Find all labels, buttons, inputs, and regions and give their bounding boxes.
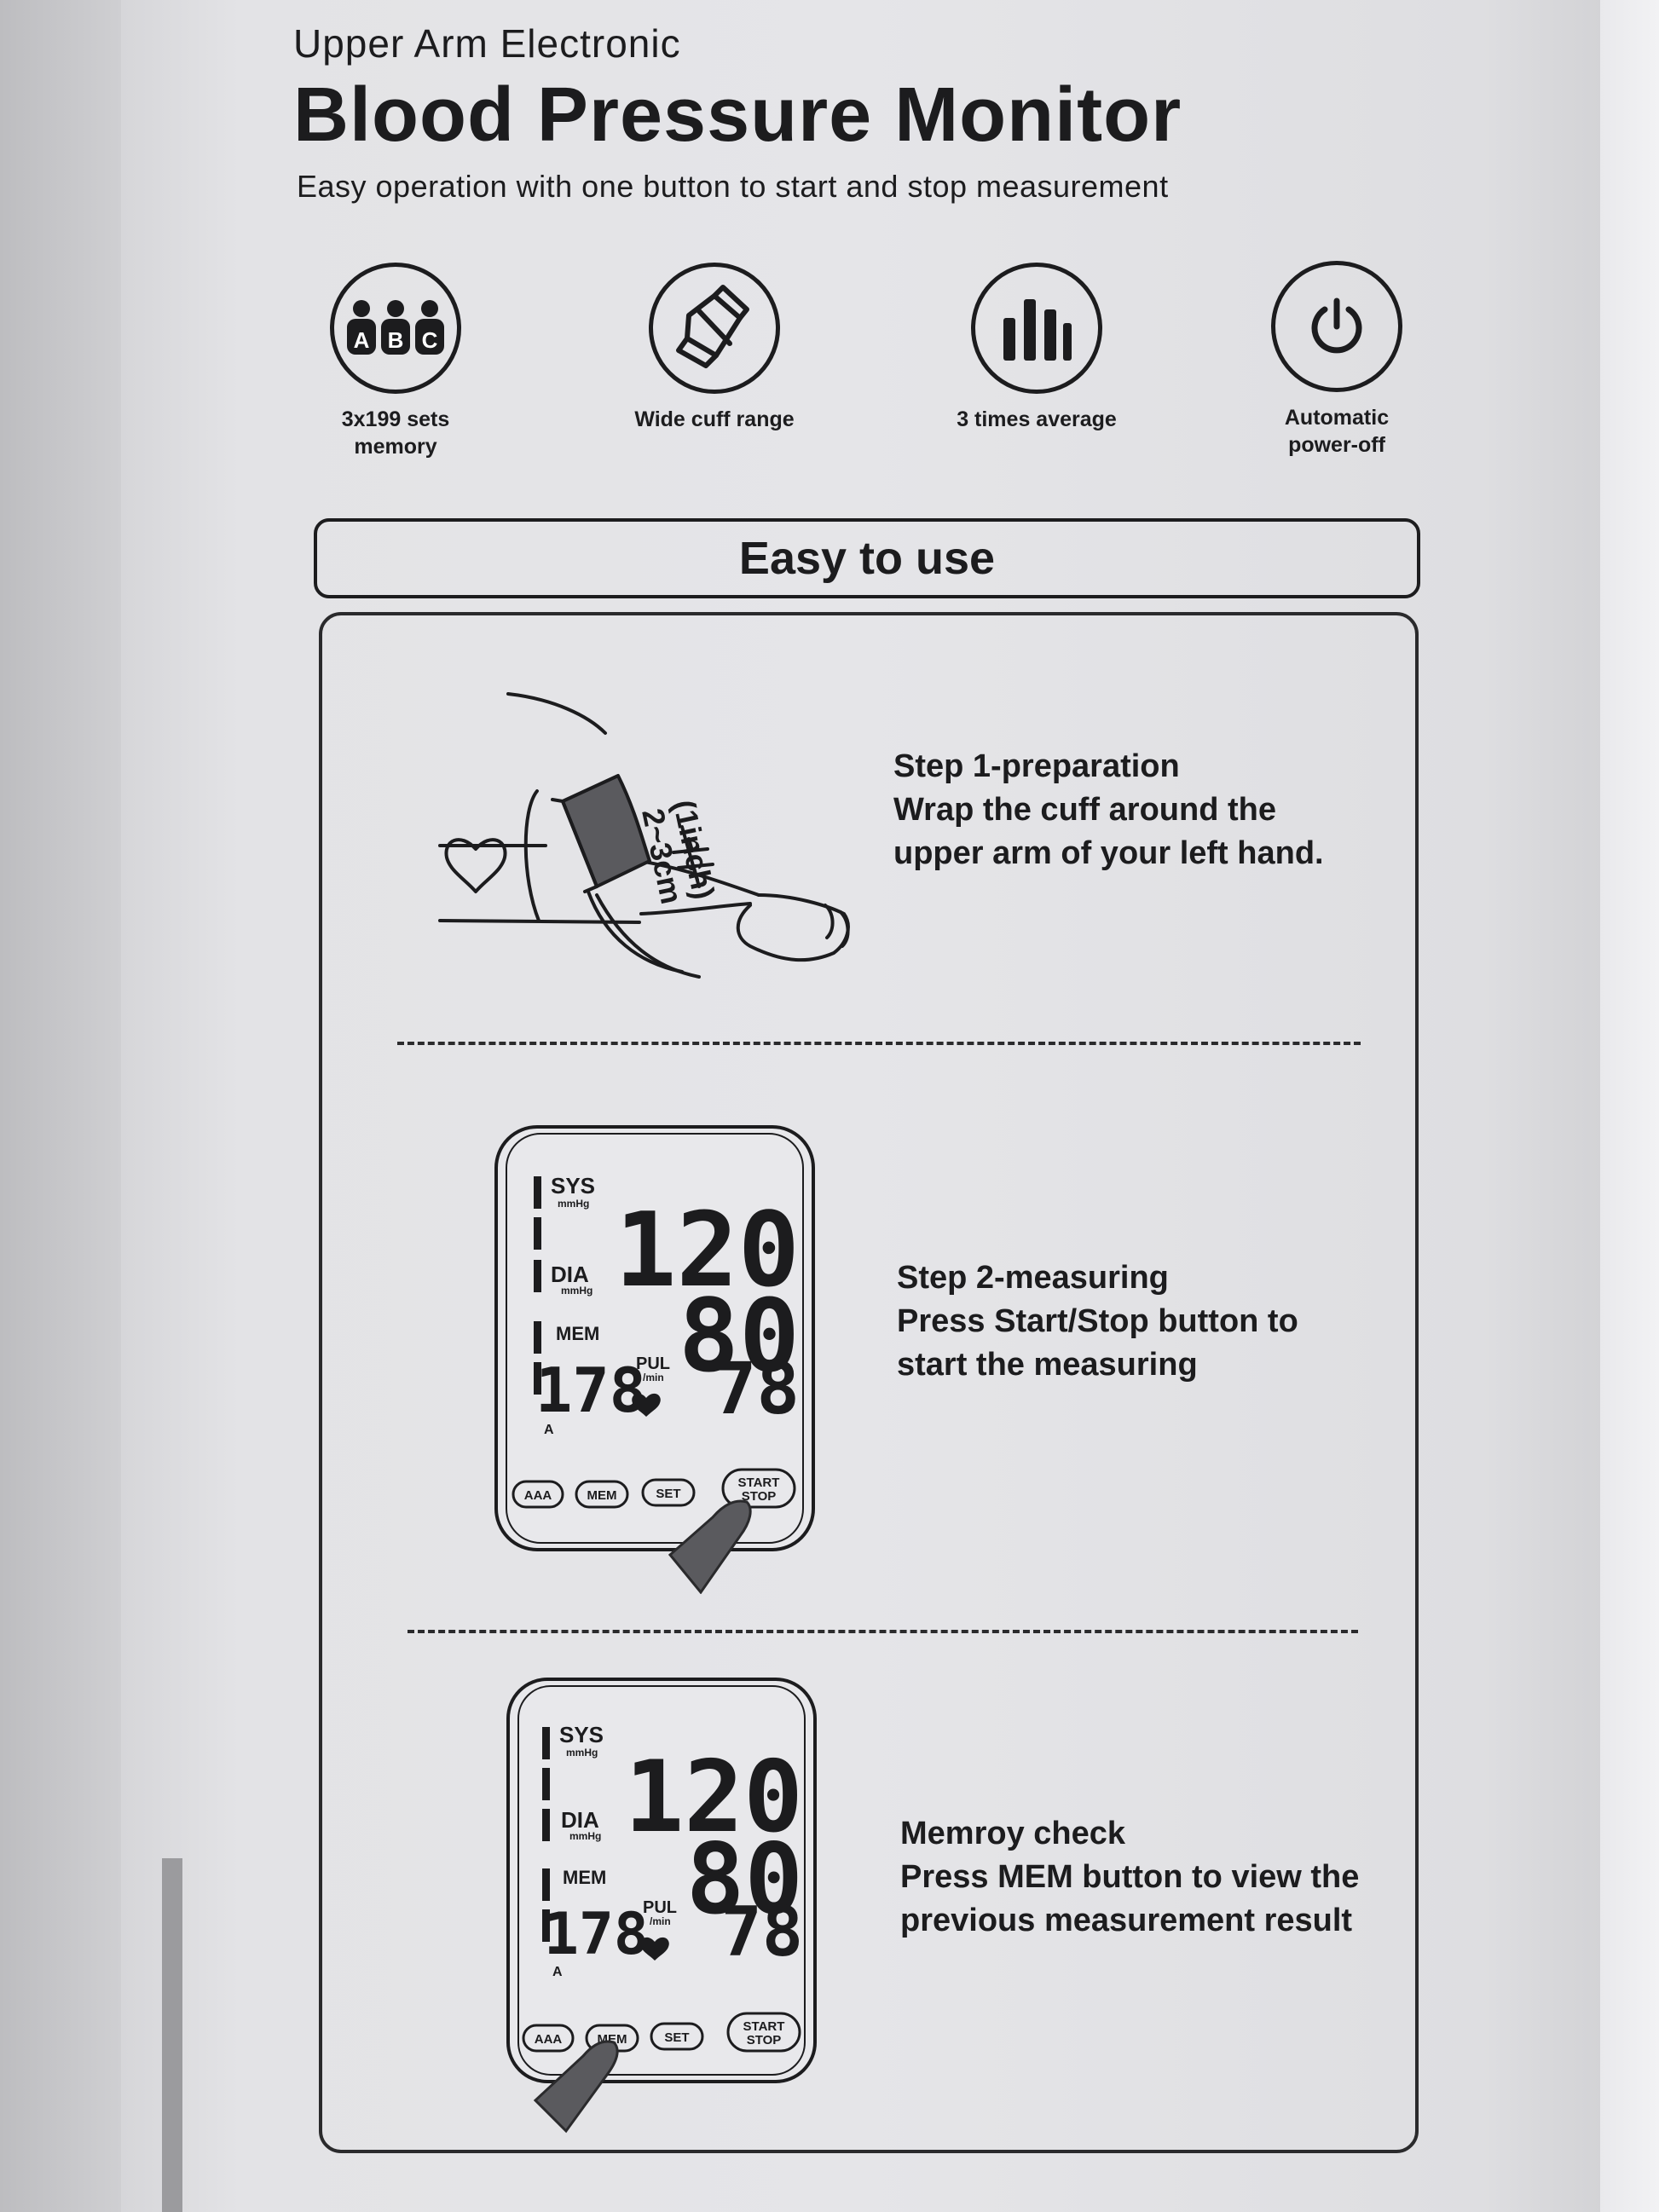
dia-label: DIA [551, 1262, 589, 1287]
feature-cuff: Wide cuff range [578, 263, 851, 433]
set-button-label: SET [656, 1487, 680, 1501]
pul-label: PUL [643, 1898, 677, 1917]
heart-icon [632, 1393, 661, 1417]
users-button[interactable] [522, 2024, 575, 2053]
start-stop-button[interactable] [721, 1468, 796, 1509]
product-tagline: Easy operation with one button to start … [297, 169, 1169, 204]
svg-text:B: B [388, 327, 404, 353]
feature-average: 3 times average [900, 263, 1173, 433]
feature-label: Wide cuff range [634, 407, 795, 431]
feature-power-off: Automatic power-off [1200, 261, 1473, 459]
background-left [0, 0, 121, 2212]
pul-label: PUL [636, 1354, 670, 1373]
sys-value: 120 [624, 1740, 803, 1855]
mem-label: MEM [563, 1867, 606, 1888]
background-right [1600, 0, 1659, 2212]
sys-unit: mmHg [566, 1747, 598, 1759]
mem-value: 178 [544, 1901, 649, 1968]
step3-line1: Press MEM button to view the [900, 1859, 1360, 1895]
mem-label: MEM [556, 1323, 599, 1344]
user-marker: A [552, 1965, 563, 1979]
section-title: Easy to use [738, 533, 996, 584]
cuff-icon [649, 263, 780, 394]
step1-line2: upper arm of your left hand. [893, 835, 1324, 871]
heart-icon [640, 1937, 669, 1961]
product-subtitle: Upper Arm Electronic [293, 21, 681, 66]
set-button[interactable] [650, 2022, 704, 2051]
power-icon [1271, 261, 1402, 392]
feature-label: Automatic [1284, 406, 1390, 430]
dia-value: 80 [679, 1277, 800, 1395]
dia-unit: mmHg [561, 1285, 592, 1297]
sys-unit: mmHg [558, 1198, 589, 1210]
pul-unit: /min [650, 1915, 671, 1927]
dia-label: DIA [561, 1807, 599, 1833]
step2-text: Step 2-measuring Press Start/Stop button… [897, 1256, 1298, 1387]
set-button-label: SET [664, 2030, 689, 2045]
arm-cuff-illustration [438, 692, 850, 979]
mem-value: 178 [535, 1354, 646, 1426]
mem-button-label: MEM [587, 1488, 617, 1503]
step3-text: Memroy check Press MEM button to view th… [900, 1812, 1359, 1943]
users-button[interactable] [512, 1480, 564, 1509]
finger-pointer-icon [533, 2040, 619, 2134]
users-button-label: AAA [524, 1488, 552, 1503]
feature-label: memory [354, 435, 437, 459]
lcd-display-step3: SYS mmHg DIA mmHg MEM PUL /min 120 80 78… [506, 1678, 817, 2083]
dia-unit: mmHg [569, 1830, 601, 1842]
pulse-value: 78 [714, 1347, 800, 1430]
bar-chart-icon [971, 263, 1102, 394]
pulse-value: 78 [721, 1892, 803, 1972]
feature-label: 3x199 sets [341, 407, 450, 431]
svg-text:C: C [422, 327, 438, 353]
users-button-label: AAA [535, 2032, 563, 2047]
sys-label: SYS [551, 1173, 595, 1198]
set-button[interactable] [641, 1478, 696, 1507]
start-stop-button[interactable] [726, 2012, 801, 2053]
step1-heading: Step 1-preparation [893, 748, 1180, 784]
step1-line1: Wrap the cuff around the [893, 792, 1276, 828]
step1-text: Step 1-preparation Wrap the cuff around … [893, 745, 1324, 875]
pul-unit: /min [643, 1372, 664, 1383]
feature-label: power-off [1288, 433, 1385, 457]
finger-pointer-icon [668, 1499, 752, 1594]
lcd-display-step2: SYS mmHg DIA mmHg MEM PUL /min 120 80 78… [494, 1125, 815, 1551]
box-edge-strip [162, 1858, 182, 2212]
start-label: START [743, 2019, 785, 2034]
start-label: START [738, 1476, 780, 1490]
stop-label: STOP [747, 2033, 782, 2047]
dia-value: 80 [686, 1822, 803, 1936]
step2-line2: start the measuring [897, 1347, 1198, 1383]
product-title: Blood Pressure Monitor [293, 72, 1182, 158]
divider [408, 1630, 1358, 1633]
step2-heading: Step 2-measuring [897, 1260, 1169, 1296]
user-marker: A [544, 1423, 554, 1437]
feature-label: 3 times average [957, 407, 1117, 431]
step3-heading: Memroy check [900, 1816, 1126, 1851]
step2-line1: Press Start/Stop button to [897, 1303, 1298, 1339]
sys-label: SYS [559, 1722, 604, 1747]
divider [397, 1042, 1361, 1045]
mem-button[interactable] [575, 1480, 629, 1509]
section-title-box: Easy to use [314, 518, 1420, 598]
svg-text:A: A [354, 327, 370, 353]
sys-value: 120 [615, 1192, 800, 1310]
stop-label: STOP [742, 1489, 777, 1504]
steps-panel [319, 612, 1419, 2153]
step3-line2: previous measurement result [900, 1903, 1353, 1938]
